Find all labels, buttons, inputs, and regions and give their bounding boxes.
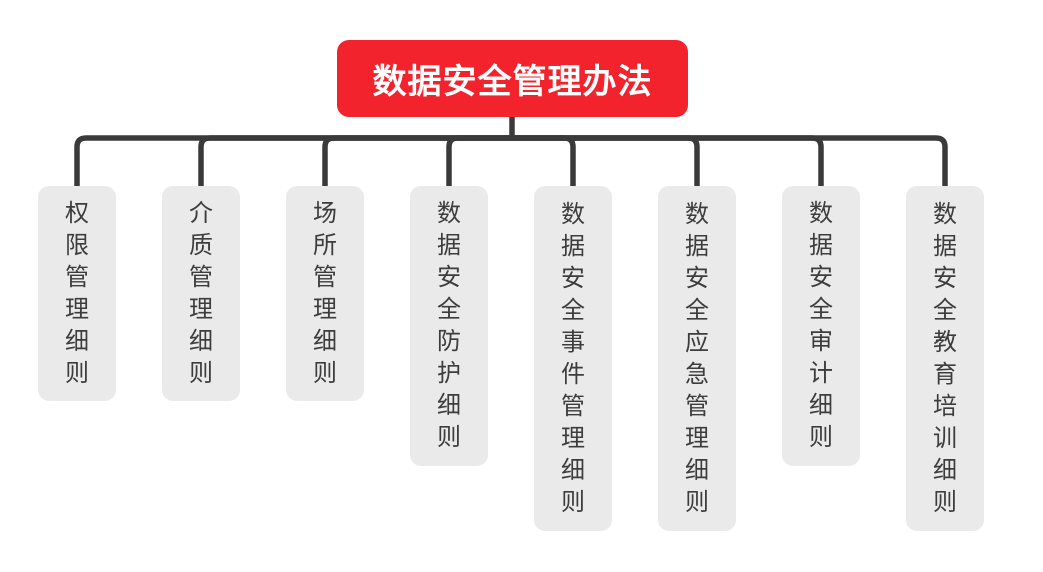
- root-node[interactable]: 数据安全管理办法: [337, 40, 688, 117]
- child-node-education-training[interactable]: 数据安全教育培训细则: [906, 186, 984, 531]
- child-node-security-audit[interactable]: 数据安全审计细则: [782, 186, 860, 466]
- root-node-label: 数据安全管理办法: [372, 63, 653, 101]
- connector-edge: [74, 135, 512, 187]
- child-node-label: 数据安全应急管理细则: [685, 200, 709, 516]
- child-node-permission-management[interactable]: 权限管理细则: [38, 186, 116, 401]
- child-node-label: 数据安全事件管理细则: [561, 200, 585, 516]
- child-node-security-protection[interactable]: 数据安全防护细则: [410, 186, 488, 466]
- child-node-label: 数据安全审计细则: [809, 200, 833, 451]
- connector-edge: [322, 135, 512, 187]
- child-node-label: 数据安全防护细则: [437, 200, 461, 451]
- connector-edge: [198, 135, 512, 187]
- child-node-media-management[interactable]: 介质管理细则: [162, 186, 240, 401]
- child-node-emergency-management[interactable]: 数据安全应急管理细则: [658, 186, 736, 531]
- connector-edge: [512, 135, 824, 187]
- connector-edge: [512, 135, 700, 187]
- child-node-label: 场所管理细则: [313, 199, 337, 387]
- child-node-label: 权限管理细则: [65, 199, 89, 387]
- child-node-label: 介质管理细则: [189, 199, 213, 387]
- child-node-incident-management[interactable]: 数据安全事件管理细则: [534, 186, 612, 531]
- connector-edge: [512, 135, 948, 187]
- child-node-label: 数据安全教育培训细则: [933, 200, 957, 516]
- child-node-site-management[interactable]: 场所管理细则: [286, 186, 364, 401]
- connector-edge: [512, 135, 576, 187]
- connector-edge: [446, 135, 512, 187]
